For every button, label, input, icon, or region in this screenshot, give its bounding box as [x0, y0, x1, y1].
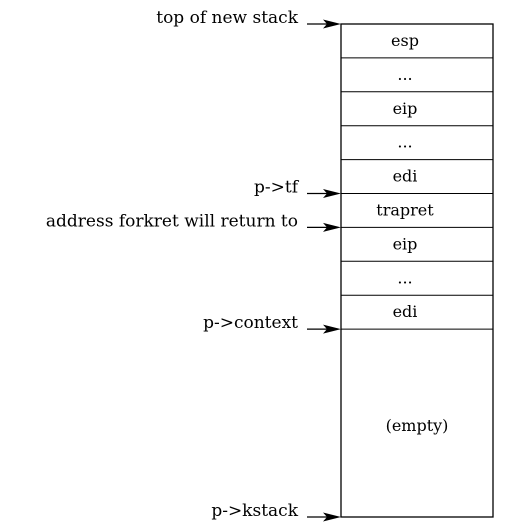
- stack-cell: ...: [341, 133, 493, 161]
- stack-cell: edi: [341, 302, 493, 330]
- stack-cell-label: ...: [397, 65, 412, 84]
- pointer-arrowhead: [323, 19, 341, 29]
- pointer-context: p->context: [203, 313, 341, 334]
- stack-cell: trapret: [341, 200, 493, 228]
- pointer-label: top of new stack: [156, 8, 298, 28]
- pointer-arrows: top of new stack p->tf address forkret wil…: [46, 8, 341, 522]
- stack-cell: ...: [341, 268, 493, 296]
- stack-cell: eip: [341, 99, 493, 127]
- empty-region-label: (empty): [386, 416, 449, 435]
- stack-cell-label: eip: [393, 99, 418, 118]
- pointer-label: address forkret will return to: [46, 211, 298, 231]
- stack-cell-label: esp: [391, 31, 419, 50]
- pointer-label: p->kstack: [211, 501, 298, 521]
- stack-outline: [340, 23, 494, 518]
- stack-cell-label: edi: [393, 302, 418, 321]
- stack-cell: ...: [341, 65, 493, 93]
- pointer-label: p->tf: [254, 178, 300, 198]
- pointer-arrowhead: [323, 222, 341, 232]
- stack-cell-label: edi: [393, 167, 418, 186]
- stack-cell-label: ...: [397, 268, 412, 287]
- stack-cell: esp: [341, 31, 493, 59]
- pointer-arrowhead: [323, 189, 341, 198]
- pointer-tf: p->tf: [254, 178, 341, 198]
- pointer-arrowhead: [323, 324, 341, 334]
- pointer-top: top of new stack: [156, 8, 341, 29]
- stack-cell-label: ...: [397, 133, 412, 152]
- pointer-label: p->context: [203, 313, 298, 333]
- stack-cells: esp... eip... edi trapret eip... edi: [341, 31, 493, 330]
- pointer-arrowhead: [323, 512, 341, 522]
- stack-cell: edi: [341, 167, 493, 194]
- stack-cell: eip: [341, 234, 493, 262]
- pointer-kstack: p->kstack: [211, 501, 341, 522]
- pointer-forkret: address forkret will return to: [46, 211, 341, 232]
- stack-cell-label: eip: [393, 234, 418, 253]
- stack-cell-label: trapret: [376, 200, 434, 219]
